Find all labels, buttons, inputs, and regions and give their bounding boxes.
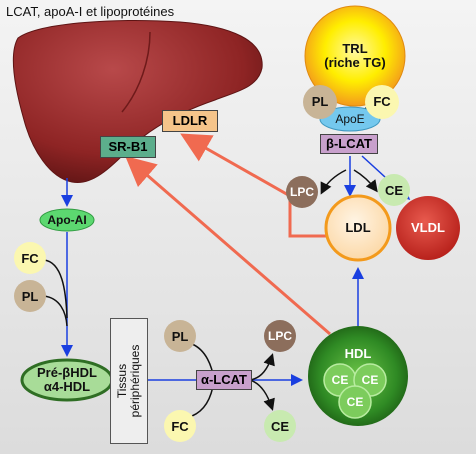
lpc-right-circle — [286, 176, 318, 208]
fc-left-circle — [14, 242, 46, 274]
pl-top-circle — [303, 85, 337, 119]
apoai-protein — [39, 208, 95, 232]
pl-left-label: PL — [21, 289, 39, 304]
lpc-bottom-circle — [264, 320, 296, 352]
srb1-box: SR-B1 — [100, 136, 156, 158]
ce-right-circle — [378, 174, 410, 206]
beta-lcat-box: β-LCAT — [320, 134, 378, 154]
prebeta-hdl-label: Pré-βHDL α4-HDL — [22, 366, 112, 394]
arrow-ldl-to-ldlr — [180, 133, 326, 238]
vldl-particle — [396, 196, 460, 260]
apoai-label: Apo-AI — [47, 213, 87, 227]
curve-fc-left — [43, 259, 68, 319]
ldlr-box: LDLR — [162, 110, 218, 132]
apoe-label: ApoE — [335, 112, 365, 126]
alpha-lcat-box: α-LCAT — [196, 370, 252, 390]
ce-bottom-label: CE — [270, 419, 290, 434]
trl-label-line1: TRL — [342, 41, 368, 56]
pl-bottom-circle — [164, 320, 196, 352]
trl-particle — [304, 5, 406, 107]
arrow-to-lpc-bottom — [249, 353, 275, 381]
curve-pl-left — [43, 295, 68, 327]
arrow-to-ce-bottom — [249, 379, 275, 411]
hdl-ce-label-1: CE — [331, 373, 349, 387]
pl-top-label: PL — [311, 94, 329, 109]
trl-label: TRL (riche TG) — [305, 42, 405, 70]
hdl-ce-label-3: CE — [346, 395, 364, 409]
ce-bottom-circle — [264, 410, 296, 442]
fc-bottom-circle — [164, 410, 196, 442]
fc-bottom-label: FC — [171, 419, 189, 434]
lpc-bottom-label: LPC — [268, 329, 292, 343]
pl-left-circle — [14, 280, 46, 312]
fc-left-label: FC — [21, 251, 39, 266]
fc-top-label: FC — [373, 94, 391, 109]
hdl-ce-label-2: CE — [361, 373, 379, 387]
pl-bottom-label: PL — [171, 329, 189, 344]
arrow-hdl-to-srb1 — [125, 156, 331, 336]
prebeta-hdl-line2: α4-HDL — [43, 379, 91, 394]
hdl-label: HDL — [344, 346, 372, 361]
vldl-label: VLDL — [411, 220, 445, 235]
diagram-title: LCAT, apoA-I et lipoprotéines — [6, 4, 175, 19]
peripheral-tissues-label: Tissus périphériques — [115, 344, 142, 418]
liver-fissure — [121, 31, 151, 113]
ce-right-label: CE — [384, 183, 404, 198]
hdl-ce-circle-3 — [338, 385, 372, 419]
ldl-particle — [324, 194, 392, 262]
fc-top-circle — [365, 85, 399, 119]
ldl-label: LDL — [345, 220, 371, 235]
arrow-to-ce-right — [353, 169, 378, 193]
peripheral-tissues-box: Tissus périphériques — [110, 318, 148, 444]
trl-label-line2: (riche TG) — [324, 55, 386, 70]
arrow-to-lpc-right — [320, 169, 347, 195]
prebeta-hdl-line1: Pré-βHDL — [37, 365, 97, 380]
lpc-right-label: LPC — [290, 185, 314, 199]
peripheral-tissues-line2: périphériques — [128, 344, 142, 418]
